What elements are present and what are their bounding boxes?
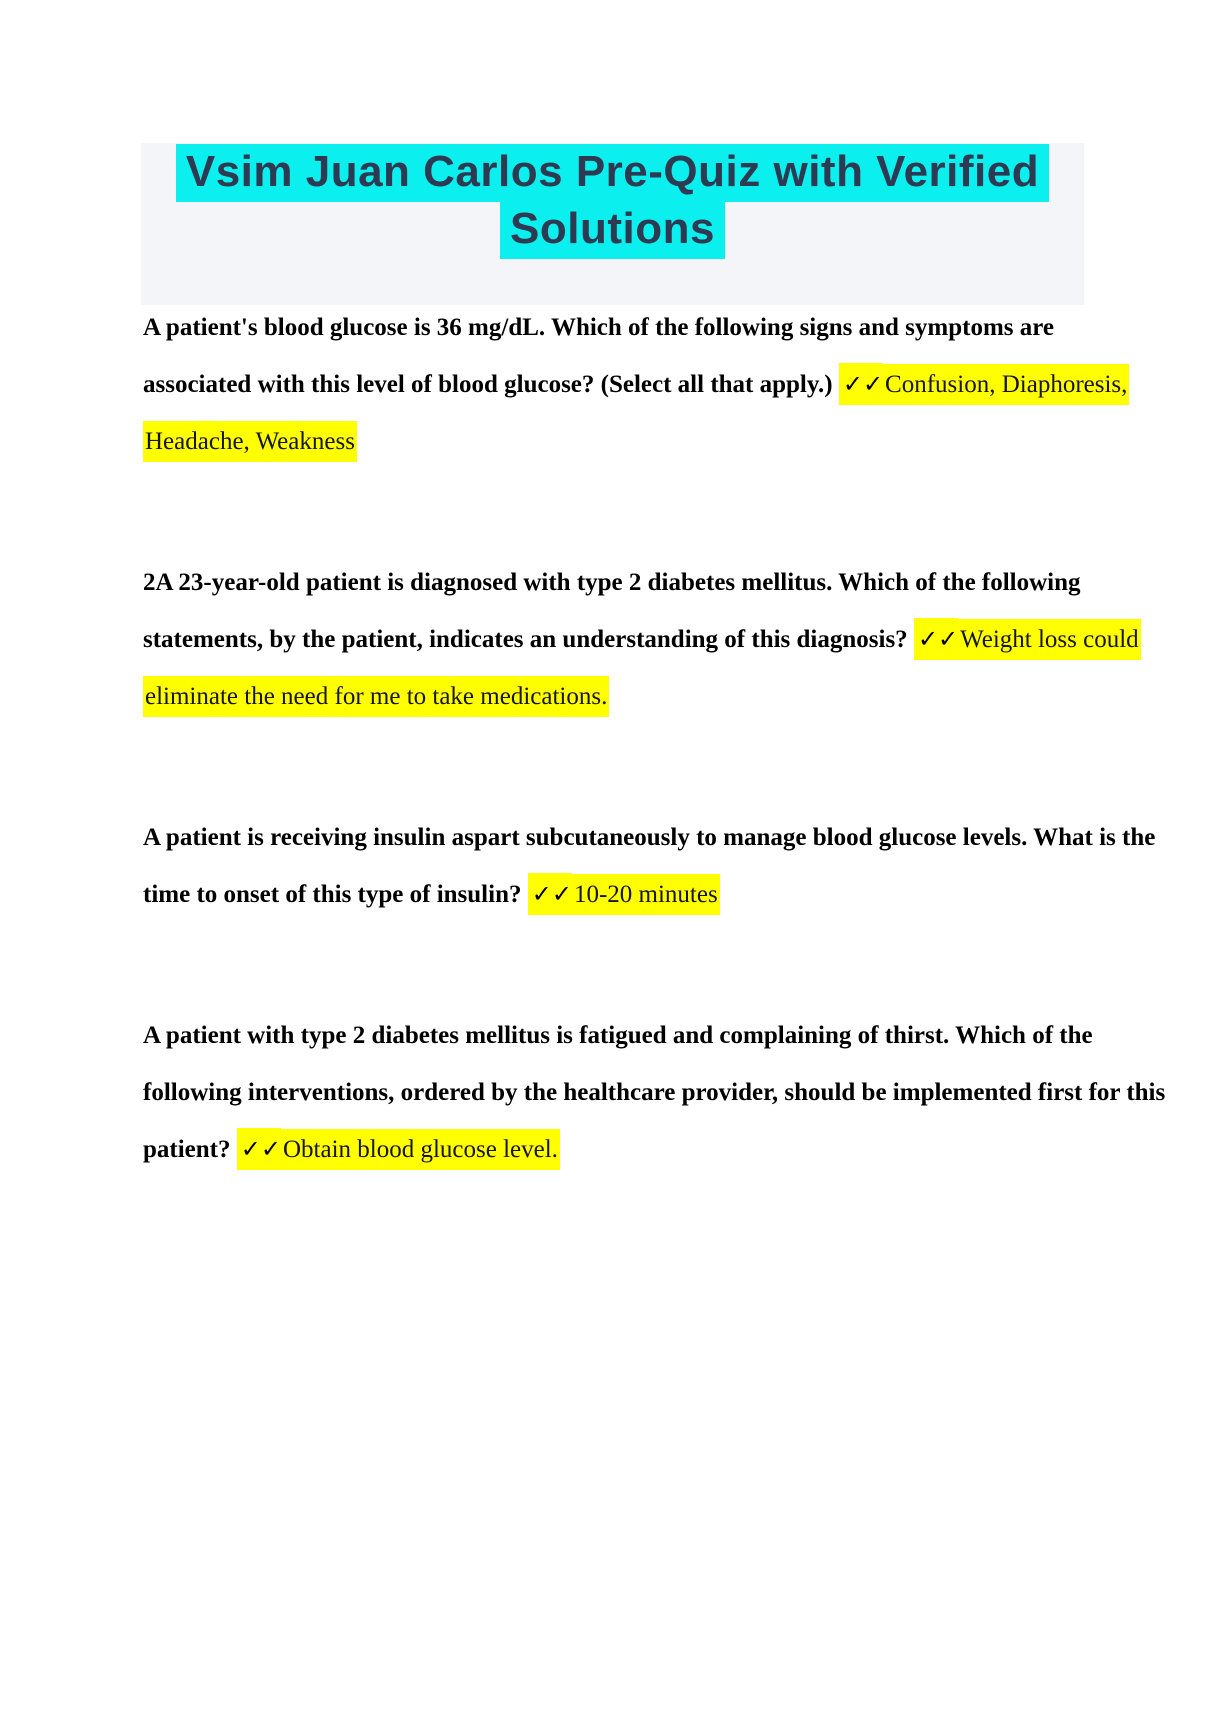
checkmark-icon: ✓✓ [236, 1128, 281, 1170]
text-line: A patient with type 2 diabetes mellitus … [143, 1007, 1094, 1064]
question-text: statements, by the patient, indicates an… [143, 626, 914, 653]
checkmark-icon: ✓✓ [838, 363, 884, 405]
question-text: A patient's blood glucose is 36 mg/dL. W… [143, 314, 1055, 341]
text-line: following interventions, ordered by the … [143, 1064, 1165, 1121]
text-line: associated with this level of blood gluc… [143, 356, 1130, 413]
checkmark-icon: ✓✓ [913, 618, 959, 660]
question-text: associated with this level of blood gluc… [143, 371, 839, 398]
answer-text: Obtain blood glucose level. [280, 1129, 560, 1170]
text-line: A patient is receiving insulin aspart su… [143, 809, 1155, 866]
title-line-1: Vsim Juan Carlos Pre-Quiz with Verified [175, 144, 1050, 202]
checkmark-icon: ✓✓ [527, 873, 572, 915]
question-text: A patient with type 2 diabetes mellitus … [143, 1022, 1093, 1049]
answer-text: eliminate the need for me to take medica… [143, 676, 610, 717]
question-text: following interventions, ordered by the … [143, 1079, 1166, 1106]
text-line: patient? ✓✓Obtain blood glucose level. [143, 1121, 1094, 1178]
answer-text: Confusion, Diaphoresis, [883, 364, 1130, 405]
question-text: 2A 23-year-old patient is diagnosed with… [143, 569, 1081, 596]
answer-text: 10-20 minutes [571, 874, 720, 915]
question-text: A patient is receiving insulin aspart su… [143, 824, 1156, 851]
text-line: Headache, Weakness [143, 413, 1094, 470]
question-text: time to onset of this type of insulin? [143, 881, 528, 908]
question-paragraph: A patient is receiving insulin aspart su… [143, 809, 1155, 923]
text-line: A patient's blood glucose is 36 mg/dL. W… [143, 299, 1094, 356]
question-paragraph: A patient's blood glucose is 36 mg/dL. W… [143, 299, 1130, 470]
text-line: statements, by the patient, indicates an… [143, 611, 1141, 668]
title-line-2: Solutions [500, 201, 725, 259]
text-line: time to onset of this type of insulin? ✓… [143, 866, 1094, 923]
answer-text: Weight loss could [958, 619, 1141, 660]
question-text: patient? [143, 1136, 237, 1163]
questions: A patient's blood glucose is 36 mg/dL. W… [143, 299, 1165, 1178]
answer-text: Headache, Weakness [143, 421, 357, 462]
text-line: 2A 23-year-old patient is diagnosed with… [143, 554, 1094, 611]
question-paragraph: 2A 23-year-old patient is diagnosed with… [143, 554, 1141, 725]
text-line: eliminate the need for me to take medica… [143, 668, 1094, 725]
question-paragraph: A patient with type 2 diabetes mellitus … [143, 1007, 1165, 1178]
